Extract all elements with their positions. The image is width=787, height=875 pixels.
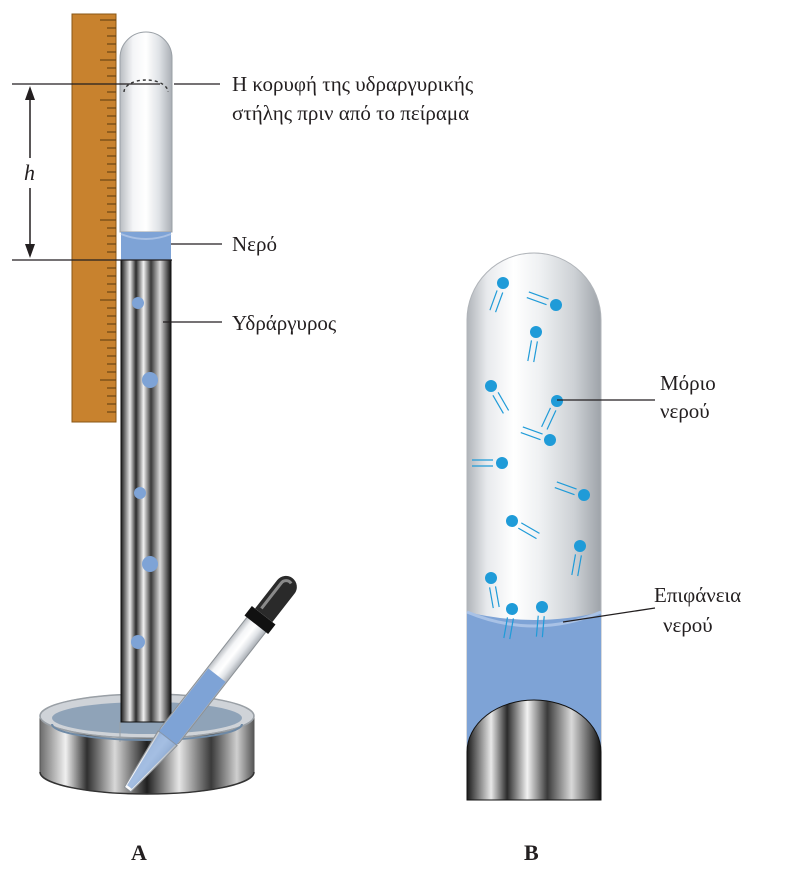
- water-molecule: [526, 291, 562, 311]
- water-molecule: [520, 426, 556, 446]
- caption-a: A: [131, 840, 147, 865]
- top-label-line1: Η κορυφή της υδραργυρικής: [232, 72, 474, 96]
- height-arrow: h: [24, 86, 35, 258]
- caption-b: B: [524, 840, 539, 865]
- surface-label-line2: νερού: [663, 613, 713, 637]
- water-molecule: [554, 481, 590, 501]
- water-molecule: [472, 457, 508, 469]
- height-label: h: [24, 160, 35, 185]
- water-droplet: [142, 372, 158, 388]
- molecule-label-line2: νερού: [660, 399, 710, 423]
- ruler: [71, 13, 117, 423]
- water-molecule: [527, 326, 542, 363]
- water-molecule: [485, 380, 510, 414]
- mercury-column: [120, 259, 172, 723]
- water-molecule: [489, 277, 509, 313]
- water-surface: [466, 610, 602, 628]
- water-molecule: [503, 603, 518, 640]
- top-label-line2: στήλης πριν από το πείραμα: [232, 101, 469, 125]
- water-molecule: [506, 515, 540, 540]
- water-droplet: [134, 487, 146, 499]
- water-droplet: [142, 556, 158, 572]
- mercury-label: Υδράργυρος: [232, 311, 337, 335]
- water-molecule: [485, 572, 500, 609]
- water-droplet: [131, 635, 145, 649]
- water-label: Νερό: [232, 232, 277, 256]
- panel-b: Μόριο νερού Επιφάνεια νερού B: [466, 252, 741, 865]
- dropper: [123, 575, 297, 793]
- mercury-bottom: [466, 699, 602, 801]
- water-droplet: [132, 297, 144, 309]
- barometer-tube: [119, 31, 173, 742]
- water-molecules: [472, 277, 590, 640]
- molecule-label-line1: Μόριο: [660, 371, 716, 395]
- water-molecule: [535, 601, 548, 638]
- surface-label-line1: Επιφάνεια: [654, 583, 741, 607]
- panel-a: h Η κορυφή της υδραργυρικής στήλης πριν …: [12, 13, 474, 865]
- water-molecule: [541, 395, 563, 430]
- water-molecule: [571, 540, 586, 577]
